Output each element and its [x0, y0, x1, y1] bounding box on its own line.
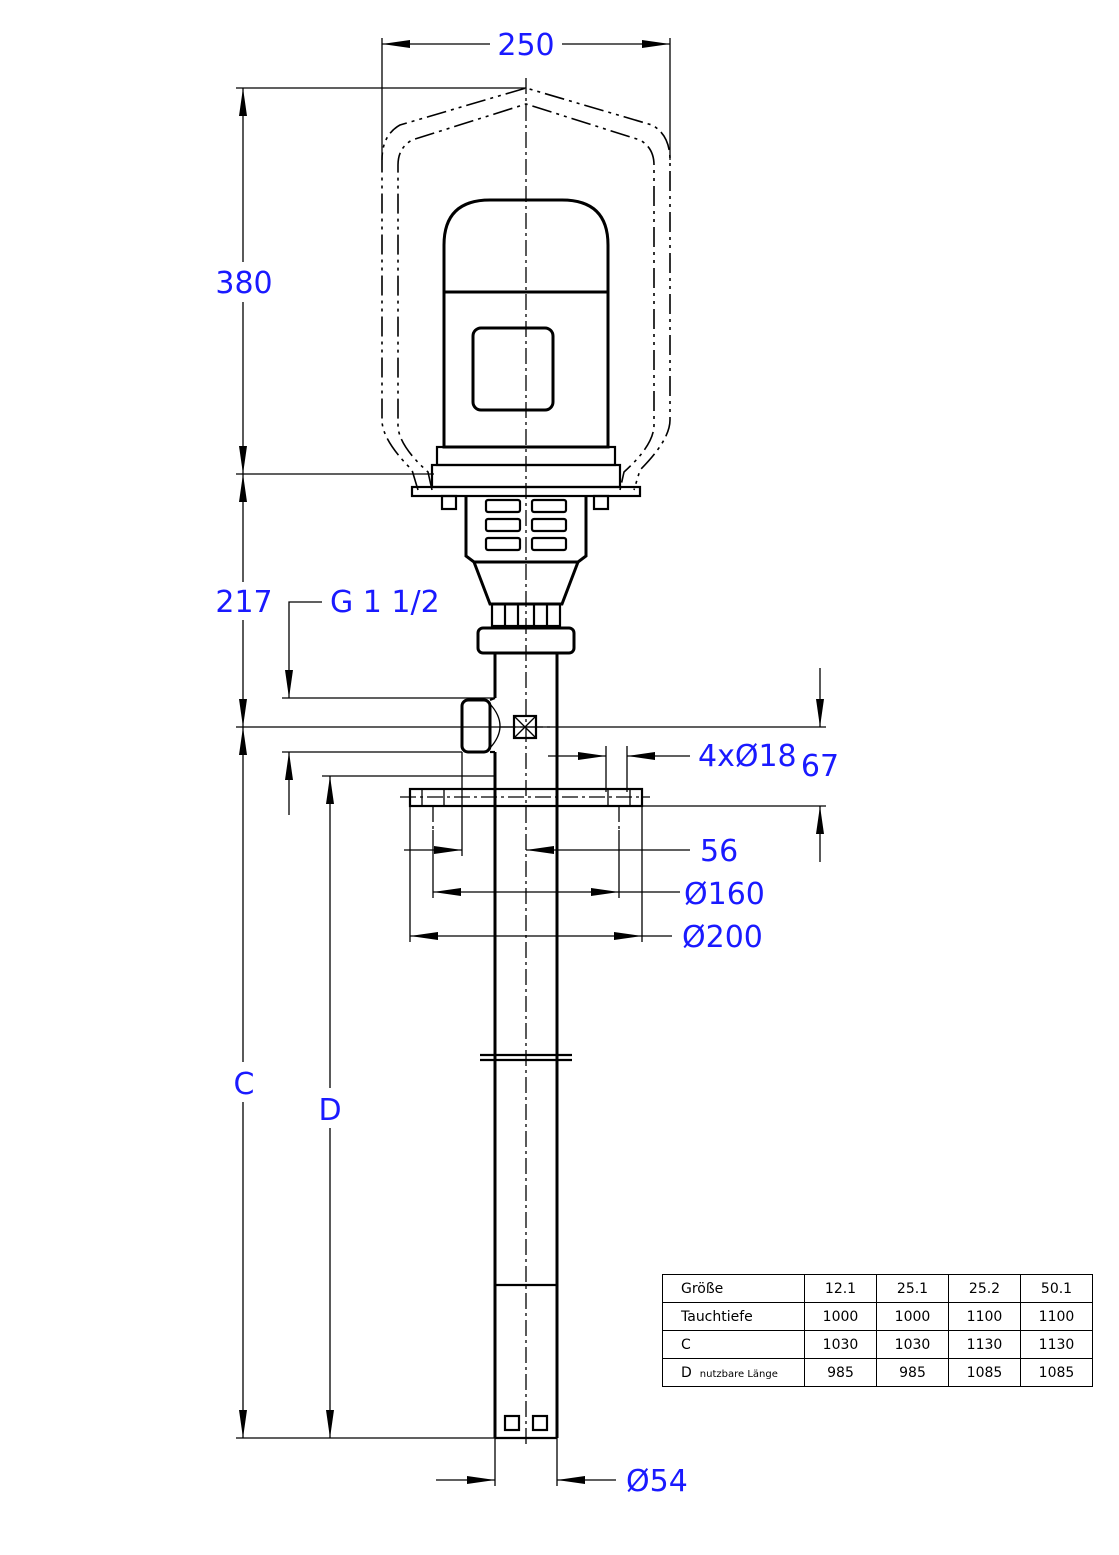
- dim-offset: 67: [801, 749, 839, 784]
- table-cell: 25.1: [876, 1274, 949, 1303]
- dimension-lines: [239, 40, 824, 1484]
- table-cell: 1100: [1020, 1302, 1093, 1331]
- table-row: C 1030 1030 1130 1130: [662, 1330, 1093, 1359]
- dim-flange-dia: Ø200: [682, 920, 763, 955]
- table-cell: C: [662, 1330, 805, 1359]
- dim-width: 250: [497, 28, 554, 63]
- dim-tube-dia: Ø54: [626, 1464, 688, 1499]
- size-table: Größe 12.1 25.1 25.2 50.1 Tauchtiefe 100…: [662, 1274, 1093, 1387]
- mounting-flange: [400, 787, 650, 830]
- table-cell: Größe: [662, 1274, 805, 1303]
- dim-height-motor: 380: [215, 266, 272, 301]
- table-cell: 50.1: [1020, 1274, 1093, 1303]
- table-cell: 1030: [876, 1330, 949, 1359]
- dim-outlet-offset: 56: [700, 834, 738, 869]
- dim-thread: G 1 1/2: [330, 585, 440, 620]
- dim-height-head: 217: [215, 585, 272, 620]
- handle-phantom-outline: [381, 87, 671, 491]
- dim-holes: 4xØ18: [698, 739, 797, 774]
- table-cell: 25.2: [948, 1274, 1021, 1303]
- dim-bolt-circle: Ø160: [684, 877, 765, 912]
- dim-length-d: D: [318, 1093, 341, 1128]
- table-cell: 1000: [876, 1302, 949, 1331]
- extension-lines: [236, 38, 826, 1486]
- table-cell: 1100: [948, 1302, 1021, 1331]
- table-cell: Tauchtiefe: [662, 1302, 805, 1331]
- pump-tube: [480, 653, 572, 1440]
- outlet-connection: [460, 696, 538, 754]
- table-cell: 1085: [1020, 1358, 1093, 1387]
- table-cell: 12.1: [804, 1274, 877, 1303]
- table-cell: 1085: [948, 1358, 1021, 1387]
- table-cell: 1130: [948, 1330, 1021, 1359]
- dim-length-c: C: [234, 1067, 255, 1102]
- table-cell: 985: [876, 1358, 949, 1387]
- table-cell: 1130: [1020, 1330, 1093, 1359]
- table-row: Tauchtiefe 1000 1000 1100 1100: [662, 1302, 1093, 1331]
- row-label: D: [681, 1364, 692, 1381]
- row-sublabel: nutzbare Länge: [699, 1368, 778, 1380]
- terminal-box: [471, 326, 555, 412]
- table-cell: 1030: [804, 1330, 877, 1359]
- table-cell: 985: [804, 1358, 877, 1387]
- table-header-row: Größe 12.1 25.1 25.2 50.1: [662, 1274, 1093, 1303]
- table-cell: 1000: [804, 1302, 877, 1331]
